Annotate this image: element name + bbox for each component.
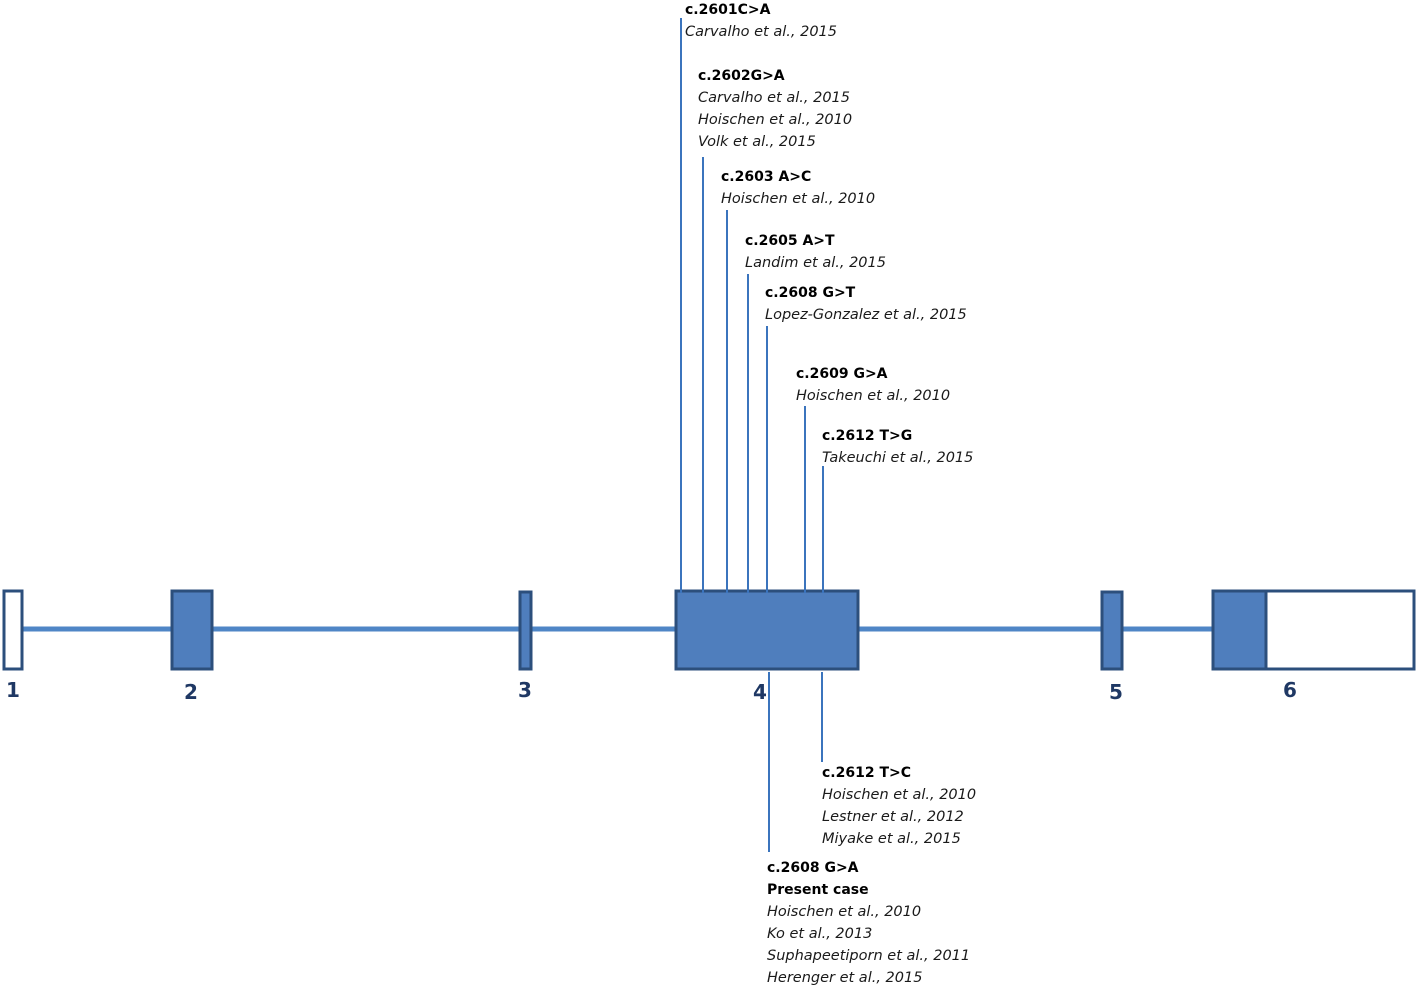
mutation-label: c.2609 G>A (796, 366, 888, 382)
reference-citation: Hoischen et al., 2010 (796, 388, 950, 404)
reference-citation: Herenger et al., 2015 (767, 970, 922, 986)
reference-citation: Carvalho et al., 2015 (685, 24, 837, 40)
mutation-label: c.2608 G>T (765, 285, 856, 301)
exon-4-label: 4 (753, 680, 767, 704)
exon-3-box (518, 590, 533, 671)
exon-5-label: 5 (1109, 680, 1123, 704)
exon-5-box (1100, 590, 1124, 671)
exon-3-label: 3 (518, 678, 532, 702)
exon-2-label: 2 (184, 680, 198, 704)
reference-citation: Hoischen et al., 2010 (698, 112, 852, 128)
exon-1-label: 1 (6, 678, 20, 702)
mutation-label: c.2605 A>T (745, 233, 835, 249)
reference-citation: Lestner et al., 2012 (822, 809, 964, 825)
reference-citation: Takeuchi et al., 2015 (822, 450, 973, 466)
mutation-label: c.2603 A>C (721, 169, 811, 185)
exon-6-label: 6 (1283, 678, 1297, 702)
reference-citation: Hoischen et al., 2010 (822, 787, 976, 803)
reference-citation: Miyake et al., 2015 (822, 831, 961, 847)
reference-citation: Suphapeetiporn et al., 2011 (767, 948, 970, 964)
mutation-label: c.2602G>A (698, 68, 785, 84)
mutation-label: c.2601C>A (685, 2, 771, 18)
mutation-label: c.2612 T>C (822, 765, 911, 781)
mutation-label: c.2608 G>A (767, 860, 859, 876)
present-case-label: Present case (767, 882, 869, 898)
reference-citation: Carvalho et al., 2015 (698, 90, 850, 106)
exon-6-coding-part (1211, 589, 1268, 671)
reference-citation: Ko et al., 2013 (767, 926, 872, 942)
exon-1-box (2, 589, 24, 671)
exon-4-box (674, 589, 860, 671)
reference-citation: Volk et al., 2015 (698, 134, 816, 150)
reference-citation: Hoischen et al., 2010 (721, 191, 875, 207)
reference-citation: Landim et al., 2015 (745, 255, 886, 271)
exon-2-box (170, 589, 214, 671)
mutation-label: c.2612 T>G (822, 428, 912, 444)
reference-citation: Lopez-Gonzalez et al., 2015 (765, 307, 967, 323)
reference-citation: Hoischen et al., 2010 (767, 904, 921, 920)
